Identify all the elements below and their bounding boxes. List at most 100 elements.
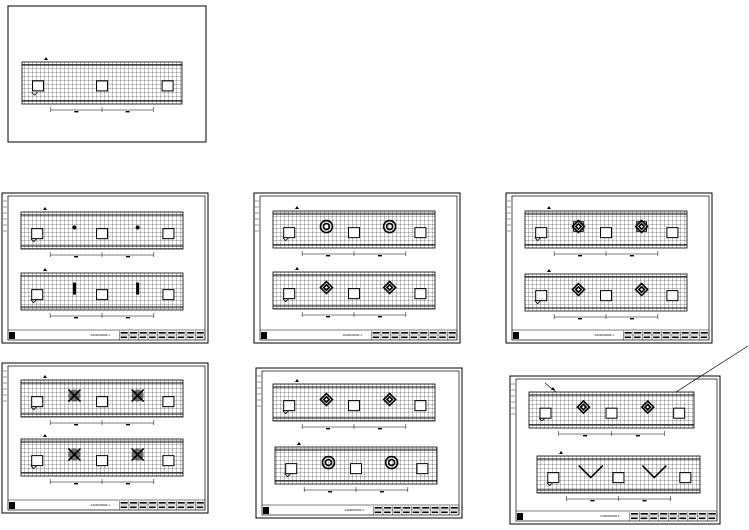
- window-opening: [600, 227, 612, 239]
- motif-circle-inner: [322, 222, 331, 231]
- window-opening: [162, 289, 175, 301]
- title-block-logo: [517, 513, 523, 520]
- title-block-cell-text: [177, 506, 185, 509]
- sheet-inner-border: [511, 195, 710, 341]
- dimension-text: [74, 256, 79, 258]
- entrance-opening: [31, 289, 44, 301]
- title-block-cell-text: [403, 507, 411, 509]
- title-block-cell-text: [120, 336, 128, 339]
- sheet-2-elevation-bottom: [272, 267, 436, 318]
- title-block-cell-text: [149, 332, 157, 334]
- title-block-cell-text: [374, 507, 382, 509]
- title-block-cell-text: [691, 332, 699, 334]
- window-opening: [416, 463, 429, 475]
- sheet-inner-border: [7, 365, 206, 511]
- window-opening: [414, 227, 427, 239]
- title-block-cell-text: [412, 507, 420, 509]
- title-block-cell-text: [420, 332, 428, 334]
- dimension-text: [629, 255, 634, 257]
- motif-diamond: [571, 282, 586, 297]
- dimension-text: [583, 435, 588, 437]
- title-block-cell-text: [630, 517, 638, 520]
- title-block-cell-text: [650, 517, 657, 520]
- window-opening: [348, 288, 360, 300]
- leader-line-short: [544, 382, 557, 393]
- title-block-logo: [9, 502, 15, 509]
- title-block-cell-text: [640, 517, 648, 520]
- dimension-text: [74, 111, 79, 113]
- sheet-frame: AX00000000-1: [1, 362, 209, 514]
- title-block-cell-text: [672, 332, 680, 334]
- window-opening: [666, 227, 679, 239]
- sheet-2[interactable]: AX00000000-1: [253, 192, 461, 344]
- dimension-text: [125, 256, 130, 258]
- title-block: AX00000000-1: [512, 329, 710, 340]
- title-block-cell-text: [158, 336, 166, 339]
- window-opening: [679, 472, 692, 484]
- motif-diamond-inner: [574, 222, 583, 231]
- title-block-cell-text: [401, 332, 409, 334]
- sheet-6[interactable]: AX00000000-1: [509, 345, 749, 525]
- motif-diamond-inner: [574, 285, 583, 294]
- title-block-code: AX00000000-1: [345, 508, 365, 512]
- leader-line: [675, 345, 749, 393]
- motif-square: [636, 221, 647, 232]
- dimension-text: [377, 255, 382, 257]
- sheet-1[interactable]: AX00000000-1: [1, 192, 209, 344]
- sheet-outer-border: [253, 192, 461, 344]
- title-block-logo: [263, 507, 269, 514]
- sheet-4[interactable]: AX00000000-1: [1, 362, 209, 514]
- title-block-cell-text: [139, 502, 147, 504]
- dimension-text: [125, 424, 130, 426]
- dimension-text: [74, 317, 79, 319]
- window-opening: [96, 289, 108, 301]
- window-opening: [348, 227, 360, 239]
- title-block-cell-text: [393, 511, 401, 514]
- motif-diamond: [382, 392, 397, 407]
- title-block-cell-text: [187, 336, 194, 339]
- dimension-text: [377, 428, 382, 430]
- cover-sheet[interactable]: [7, 5, 207, 143]
- window-opening: [414, 400, 427, 412]
- title-block-cell-text: [691, 336, 698, 339]
- title-block-logo: [513, 332, 519, 339]
- sheet-frame: AX00000000-1: [509, 375, 721, 525]
- facade-grid: [21, 61, 183, 105]
- level-marker: [551, 387, 555, 390]
- window-opening: [350, 463, 362, 475]
- motif-cross: [131, 447, 145, 462]
- title-block: AX00000000-1: [262, 504, 460, 515]
- entrance-opening: [31, 455, 44, 467]
- level-marker: [43, 375, 47, 378]
- motif-dot: [135, 225, 140, 230]
- entrance-arrow: [282, 298, 290, 303]
- sheet-5[interactable]: AX00000000-1: [255, 367, 463, 519]
- entrance-arrow: [30, 406, 38, 411]
- window-opening: [348, 400, 360, 412]
- motif-diamond-inner: [322, 395, 331, 404]
- title-block-cell-text: [439, 332, 447, 334]
- motif-circle: [319, 219, 334, 234]
- dimension-text: [74, 483, 79, 485]
- title-block-cell-text: [382, 332, 390, 334]
- entrance-arrow: [282, 237, 290, 242]
- motif-diamond: [640, 399, 655, 415]
- dimension-text: [635, 435, 640, 437]
- motif-dot: [72, 225, 77, 230]
- sheet-3[interactable]: AX00000000-1: [505, 192, 713, 344]
- title-block-cell-text: [187, 506, 194, 509]
- title-block: AX00000000-1: [8, 329, 206, 340]
- title-block-cell-text: [410, 336, 418, 339]
- title-block-cell-text: [384, 507, 392, 509]
- entrance-opening: [547, 472, 560, 484]
- title-block-cell-text: [422, 511, 429, 514]
- title-block-cell-text: [643, 332, 651, 334]
- title-block-cell-text: [431, 511, 439, 514]
- title-block-cell-text: [130, 332, 138, 334]
- dimension-text: [326, 428, 331, 430]
- motif-diamond: [576, 399, 591, 415]
- entrance-opening: [535, 227, 548, 239]
- title-block-cell-text: [653, 336, 660, 339]
- window-opening: [673, 407, 686, 419]
- dimension-text: [590, 500, 595, 502]
